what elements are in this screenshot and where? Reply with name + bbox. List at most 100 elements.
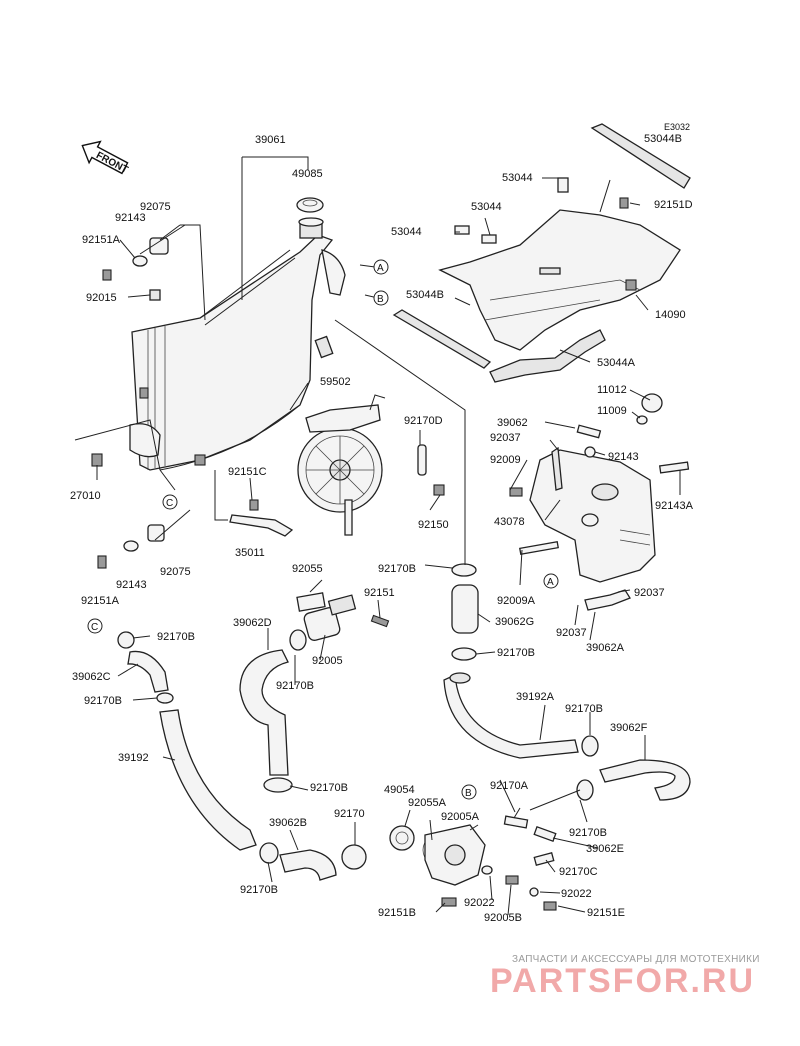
part-label: 11009 (597, 405, 627, 417)
part-label: 53044 (471, 201, 502, 213)
part-label: 92075 (160, 566, 191, 578)
leader-lines (74, 156, 681, 916)
part-label: 92005 (312, 655, 343, 667)
part-label: 39062C (72, 671, 111, 683)
part-label: 39062 (497, 417, 528, 429)
hose-39192A (443, 674, 579, 759)
part-label: 39192 (118, 752, 149, 764)
housing-92005 (289, 594, 390, 651)
part-label: 92151C (228, 466, 267, 478)
part-label: 49054 (384, 784, 415, 796)
cap-11012 (641, 393, 663, 413)
reservoir-tank-43078 (529, 446, 656, 583)
part-label: 27010 (70, 490, 101, 502)
strip-53044B-mid (392, 309, 492, 369)
part-label: 39062D (233, 617, 272, 629)
part-label: 92170B (157, 631, 195, 643)
part-label: 39062B (269, 817, 307, 829)
part-label: 92005B (484, 912, 522, 924)
part-label: 11012 (597, 384, 627, 396)
part-label: 92022 (464, 897, 495, 909)
part-label: 53044 (502, 172, 533, 184)
part-label: 92055 (292, 563, 323, 575)
gasket-92055 (296, 592, 326, 612)
radiator-illustration (129, 217, 346, 471)
part-label: 92170B (569, 827, 607, 839)
part-label: 92143 (115, 212, 146, 224)
watermark-logo: PARTSFOR.RU (490, 962, 755, 1000)
part-label: 92037 (490, 432, 521, 444)
part-label: 92170B (276, 680, 314, 692)
hose-39062D (239, 649, 289, 776)
part-label: 92037 (556, 627, 587, 639)
water-pump-cover (389, 815, 557, 911)
part-label: 49085 (292, 168, 323, 180)
strip-53044B-top (590, 123, 691, 189)
bracket-92170D (417, 444, 427, 476)
part-label: 92151D (654, 199, 693, 211)
callout-C-upper: C (162, 494, 178, 510)
hose-39062C (127, 650, 169, 693)
part-label: 53044B (644, 133, 682, 145)
part-label: 92170C (559, 866, 598, 878)
svg-text:B: B (465, 788, 472, 799)
callout-B-lower: B (461, 784, 477, 800)
part-label: 92009A (497, 595, 536, 607)
part-label: 92170B (565, 703, 603, 715)
left-small-parts (91, 237, 169, 569)
part-label: 53044A (597, 357, 636, 369)
part-label: 92075 (140, 201, 171, 213)
diagram-code: E3032 (664, 122, 690, 132)
part-label: 39061 (255, 134, 286, 146)
strip-53044A (489, 329, 606, 383)
part-label: 53044 (391, 226, 422, 238)
callout-A-upper: A (373, 259, 389, 275)
part-label: 35011 (235, 547, 265, 559)
svg-text:C: C (91, 622, 98, 633)
part-label: 92170B (497, 647, 535, 659)
part-label: 92037 (634, 587, 665, 599)
part-label: 39062F (610, 722, 648, 734)
part-label: 92022 (561, 888, 592, 900)
part-label: 39062E (586, 843, 624, 855)
hose-39062F (599, 759, 691, 801)
callout-A-lower: A (543, 573, 559, 589)
part-label: 43078 (494, 516, 525, 528)
part-label: 92170B (240, 884, 278, 896)
watermark-tagline: ЗАПЧАСТИ И АКСЕССУАРЫ ДЛЯ МОТОТЕХНИКИ (512, 954, 760, 965)
part-label: 92170 (334, 808, 365, 820)
part-label: 92170B (310, 782, 348, 794)
callout-C-lower: C (87, 618, 103, 634)
part-label: 92170D (404, 415, 443, 427)
part-label: 39062G (495, 616, 534, 628)
part-label: 92170B (84, 695, 122, 707)
callout-B-upper: B (373, 290, 389, 306)
part-label: 14090 (655, 309, 686, 321)
front-arrow-icon: FRONT (81, 140, 130, 176)
part-label: 59502 (320, 376, 351, 388)
part-label: 92143 (116, 579, 147, 591)
part-label: 92151A (82, 234, 121, 246)
svg-text:A: A (377, 263, 384, 274)
hose-39062B (279, 849, 337, 881)
part-label: 92170B (378, 563, 416, 575)
part-label: 92009 (490, 454, 521, 466)
part-label: 92170A (490, 780, 529, 792)
part-label: 92143 (608, 451, 639, 463)
hose-39062G (451, 584, 479, 634)
part-label: 92015 (86, 292, 117, 304)
part-label: 39192A (516, 691, 555, 703)
svg-text:A: A (547, 577, 554, 588)
part-labels: 39061 49085 92075 92143 92151A 92015 270… (70, 133, 694, 924)
part-label: 92150 (418, 519, 449, 531)
part-label: 92055A (408, 797, 447, 809)
part-label: 92151E (587, 907, 625, 919)
svg-text:B: B (377, 294, 384, 305)
part-label: 92151 (364, 587, 395, 599)
fuel-tank-cover (438, 209, 681, 351)
svg-text:C: C (166, 498, 173, 509)
part-label: 92143A (655, 500, 694, 512)
part-label: 92005A (441, 811, 480, 823)
hose-39192 (159, 709, 257, 851)
